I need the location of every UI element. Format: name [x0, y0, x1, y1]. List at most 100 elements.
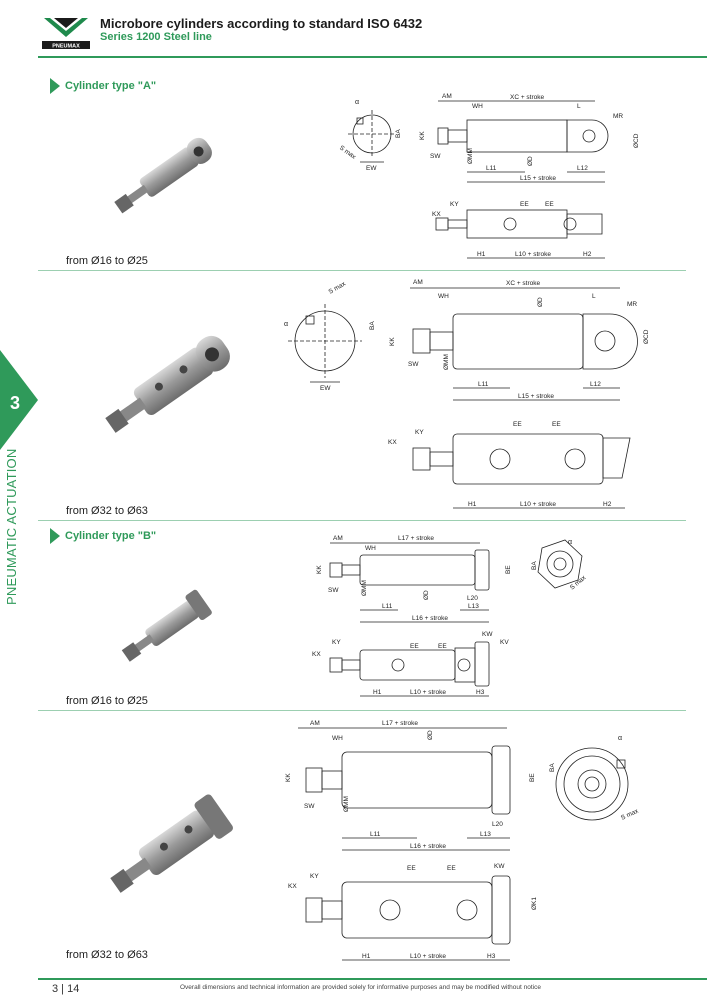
svg-text:H3: H3	[487, 953, 496, 960]
svg-text:KY: KY	[310, 873, 319, 880]
svg-text:α: α	[284, 321, 288, 328]
svg-text:L17 + stroke: L17 + stroke	[398, 535, 434, 542]
pneumax-logo: PNEUMAX	[40, 15, 92, 51]
svg-text:XC + stroke: XC + stroke	[506, 280, 541, 287]
svg-text:L10 + stroke: L10 + stroke	[520, 501, 556, 508]
svg-text:MR: MR	[613, 113, 623, 120]
product-photo-type-b-small	[121, 589, 212, 662]
svg-text:H3: H3	[476, 689, 485, 696]
range-label-b-large: from Ø32 to Ø63	[66, 949, 148, 961]
svg-text:KW: KW	[482, 631, 493, 638]
page-title: Microbore cylinders according to standar…	[100, 16, 423, 31]
svg-text:KY: KY	[415, 429, 424, 436]
svg-text:KX: KX	[312, 651, 321, 658]
svg-text:H1: H1	[362, 953, 371, 960]
svg-text:L11: L11	[486, 165, 497, 172]
svg-text:L16 + stroke: L16 + stroke	[410, 843, 446, 850]
svg-text:XC + stroke: XC + stroke	[510, 94, 545, 101]
svg-text:L17 + stroke: L17 + stroke	[382, 720, 418, 727]
svg-text:α: α	[355, 99, 359, 106]
svg-text:SW: SW	[328, 587, 339, 594]
section-heading-type-a: Cylinder type "A"	[50, 78, 156, 94]
svg-text:SW: SW	[430, 153, 441, 160]
svg-text:BA: BA	[369, 321, 376, 330]
svg-text:ØMM: ØMM	[467, 148, 474, 164]
svg-text:KY: KY	[450, 201, 459, 208]
svg-text:EW: EW	[366, 165, 377, 172]
svg-text:L13: L13	[480, 831, 491, 838]
svg-text:H1: H1	[468, 501, 477, 508]
section-separator	[38, 520, 686, 521]
svg-text:L: L	[592, 293, 596, 300]
drawing-type-a-large: α S max BA EW AM XC + stroke WH L MR ØD …	[284, 279, 650, 509]
svg-text:EE: EE	[438, 643, 447, 650]
svg-text:AM: AM	[310, 720, 320, 727]
svg-text:S max: S max	[620, 807, 640, 821]
section-separator	[38, 270, 686, 271]
svg-text:L11: L11	[382, 603, 393, 610]
svg-text:WH: WH	[438, 293, 449, 300]
svg-text:KV: KV	[500, 639, 509, 646]
svg-text:EE: EE	[410, 643, 419, 650]
svg-text:L10 + stroke: L10 + stroke	[515, 251, 551, 258]
svg-text:S max: S max	[338, 144, 358, 161]
drawing-type-b-small: AM L17 + stroke WH KK SW ØMM ØD BE L20 L…	[312, 535, 588, 697]
svg-text:ØMM: ØMM	[361, 580, 368, 596]
svg-text:ØD: ØD	[427, 730, 434, 740]
svg-text:AM: AM	[413, 279, 423, 286]
svg-text:ØCD: ØCD	[633, 133, 640, 148]
svg-text:L: L	[577, 103, 581, 110]
svg-text:H1: H1	[477, 251, 486, 258]
svg-text:KK: KK	[316, 565, 323, 574]
svg-text:EE: EE	[520, 201, 529, 208]
svg-text:EE: EE	[552, 421, 561, 428]
svg-text:EE: EE	[447, 865, 456, 872]
svg-text:BA: BA	[549, 763, 556, 772]
svg-text:KY: KY	[332, 639, 341, 646]
svg-text:EE: EE	[545, 201, 554, 208]
product-photo-type-a-large	[105, 335, 230, 433]
chapter-number: 3	[10, 393, 21, 413]
svg-text:WH: WH	[472, 103, 483, 110]
svg-text:SW: SW	[408, 361, 419, 368]
svg-text:ØD: ØD	[537, 297, 544, 307]
svg-text:BA: BA	[531, 561, 538, 570]
svg-text:AM: AM	[333, 535, 343, 542]
svg-text:L13: L13	[468, 603, 479, 610]
svg-text:H2: H2	[603, 501, 612, 508]
svg-text:BE: BE	[505, 565, 512, 574]
svg-text:L11: L11	[478, 381, 489, 388]
svg-text:L16 + stroke: L16 + stroke	[412, 615, 448, 622]
section-heading-type-b: Cylinder type "B"	[50, 528, 156, 544]
svg-text:KW: KW	[494, 863, 505, 870]
svg-text:L20: L20	[492, 821, 503, 828]
svg-text:L10 + stroke: L10 + stroke	[410, 689, 446, 696]
svg-text:EE: EE	[407, 865, 416, 872]
svg-text:EW: EW	[320, 385, 331, 392]
svg-text:KK: KK	[389, 337, 396, 346]
svg-text:KX: KX	[432, 211, 441, 218]
product-photo-type-a-small	[114, 137, 212, 214]
chapter-label: PNEUMATIC ACTUATION	[4, 448, 19, 605]
section-separator	[38, 710, 686, 711]
svg-text:WH: WH	[332, 735, 343, 742]
svg-text:KX: KX	[288, 883, 297, 890]
svg-text:AM: AM	[442, 93, 452, 100]
svg-text:H1: H1	[373, 689, 382, 696]
svg-text:SW: SW	[304, 803, 315, 810]
chapter-tab	[0, 350, 38, 450]
svg-text:S max: S max	[328, 280, 348, 296]
svg-text:α: α	[568, 539, 572, 546]
footer-disclaimer: Overall dimensions and technical informa…	[180, 984, 541, 991]
svg-text:EE: EE	[513, 421, 522, 428]
range-label-a-large: from Ø32 to Ø63	[66, 505, 148, 517]
range-label-a-small: from Ø16 to Ø25	[66, 255, 148, 267]
svg-text:L10 + stroke: L10 + stroke	[410, 953, 446, 960]
svg-text:BA: BA	[395, 129, 402, 138]
svg-text:KK: KK	[285, 773, 292, 782]
page-subtitle: Series 1200 Steel line	[100, 31, 212, 43]
svg-text:L12: L12	[590, 381, 601, 388]
svg-text:H2: H2	[583, 251, 592, 258]
svg-text:L15 + stroke: L15 + stroke	[520, 175, 556, 182]
page-number: 3 | 14	[52, 983, 80, 995]
